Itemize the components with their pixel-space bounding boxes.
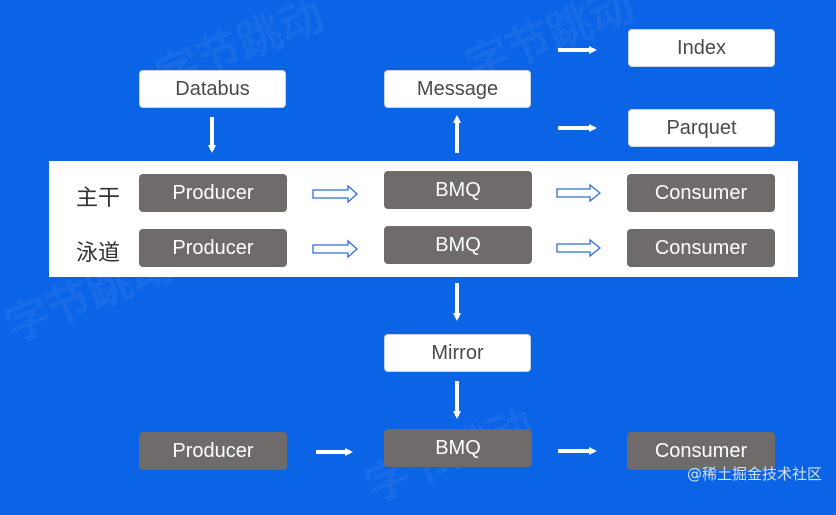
lane-label-trunk: 主干: [76, 186, 121, 211]
bottom-bmq-node: BMQ: [384, 429, 532, 467]
credit-watermark: @稀土掘金技术社区: [686, 465, 822, 483]
bottom-producer-node: Producer: [139, 432, 287, 470]
lane2-producer-node: Producer: [139, 229, 287, 267]
databus-node: Databus: [139, 70, 286, 108]
lane1-consumer-node: Consumer: [627, 174, 775, 212]
hollow-arrow-lane2-producer-bmq: [312, 239, 358, 259]
lane1-producer-node: Producer: [139, 174, 287, 212]
message-node: Message: [384, 70, 531, 108]
lane2-consumer-node: Consumer: [627, 229, 775, 267]
hollow-arrow-lane1-producer-bmq: [312, 184, 358, 204]
parquet-node: Parquet: [628, 109, 775, 147]
hollow-arrow-lane1-bmq-consumer: [556, 183, 602, 203]
mirror-node: Mirror: [384, 334, 531, 372]
lane-label-swimlane: 泳道: [76, 241, 121, 266]
connector-arrows: [208, 46, 602, 456]
lane2-bmq-node: BMQ: [384, 226, 532, 264]
lane1-bmq-node: BMQ: [384, 171, 532, 209]
hollow-arrow-lane2-bmq-consumer: [556, 238, 602, 258]
index-node: Index: [628, 29, 775, 67]
bottom-consumer-node: Consumer: [627, 432, 775, 470]
